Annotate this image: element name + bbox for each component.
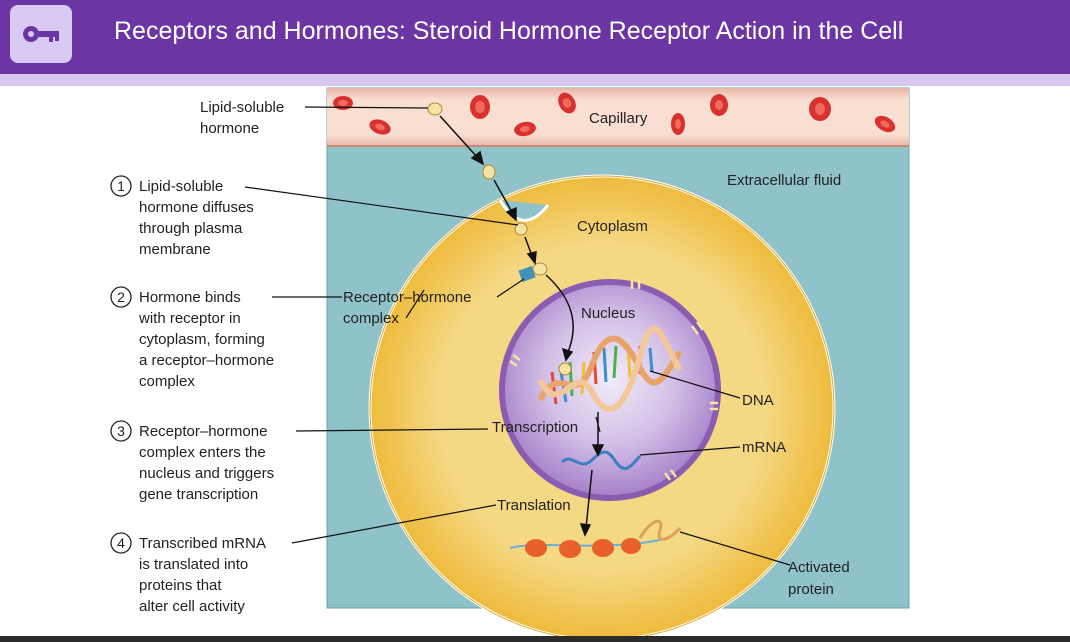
step-number: 1	[117, 178, 125, 194]
cytoplasm-label: Cytoplasm	[577, 218, 648, 235]
step-1: 1 Lipid-soluble hormone diffuses through…	[110, 175, 258, 258]
step-text: Hormone binds with receptor in cytoplasm…	[138, 289, 278, 390]
step-number-badge	[110, 175, 132, 197]
red-blood-cells	[333, 92, 896, 137]
step-2: 2 Hormone binds with receptor in cytopla…	[110, 286, 278, 390]
steroid-hormone-diagram: Lipid-soluble hormone Capillary Extracel…	[110, 87, 910, 636]
activated-protein-label: Activated protein	[788, 559, 854, 598]
membrane-dimple	[498, 199, 550, 222]
nuclear-pores	[509, 279, 718, 481]
hormone-molecules	[427, 102, 572, 376]
ribosome-chain	[509, 519, 682, 558]
key-icon	[23, 26, 59, 42]
receptor	[518, 265, 536, 283]
step-number: 3	[117, 423, 125, 439]
translation-label: Translation	[497, 497, 571, 514]
nucleus-label: Nucleus	[581, 305, 635, 322]
step-number: 4	[117, 535, 125, 551]
step-text: Lipid-soluble hormone diffuses through p…	[139, 178, 258, 258]
step-text: Transcribed mRNA is translated into prot…	[139, 535, 269, 615]
capillary-label: Capillary	[589, 110, 648, 127]
step-4: 4 Transcribed mRNA is translated into pr…	[110, 532, 269, 615]
mrna-label: mRNA	[742, 439, 786, 456]
page-header: Receptors and Hormones: Steroid Hormone …	[0, 0, 1070, 74]
leader-lines	[244, 106, 791, 566]
receptor-hormone-complex-label: Receptor–hormone complex	[343, 289, 476, 327]
mrna-strand	[560, 450, 642, 471]
header-accent-strip	[0, 74, 1070, 86]
step-number-badge	[110, 420, 132, 442]
step-number-badge	[110, 532, 132, 554]
dna-helix	[537, 325, 683, 412]
hormone-path-arrows	[439, 115, 605, 537]
step-number-badge	[110, 286, 132, 308]
transcription-label: Transcription	[492, 419, 578, 436]
page-title: Receptors and Hormones: Steroid Hormone …	[114, 17, 904, 45]
lipid-soluble-hormone-label: Lipid-soluble hormone	[200, 99, 288, 137]
step-3: 3 Receptor–hormone complex enters the nu…	[110, 420, 278, 503]
step-text: Receptor–hormone complex enters the nucl…	[139, 423, 278, 503]
key-badge[interactable]	[10, 5, 72, 63]
step-number: 2	[117, 289, 125, 305]
bottom-divider	[0, 636, 1070, 642]
dna-label: DNA	[742, 392, 774, 409]
extracellular-fluid-label: Extracellular fluid	[727, 172, 841, 189]
